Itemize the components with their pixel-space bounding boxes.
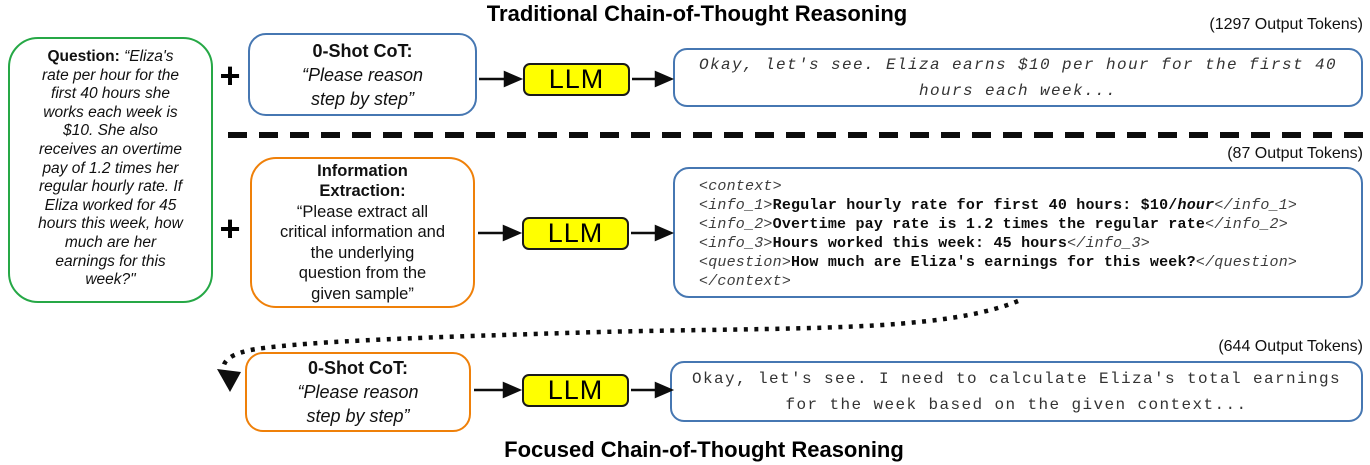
context-segment-bold: Hours worked this week: 45 hours [772,235,1068,252]
context-segment-tag: </question> [1195,254,1298,271]
zero-shot-cot-top-title: 0-Shot CoT: [312,40,413,61]
arrow-llm-to-output-row3 [631,381,675,399]
token-count-row2: (87 Output Tokens) [1227,145,1363,162]
context-segment-bold: How much are Eliza's earnings for this w… [791,254,1196,271]
output-box-row1: Okay, let's see. Eliza earns $10 per hou… [673,48,1363,107]
llm-box-row1: LLM [523,63,630,96]
token-count-row3: (644 Output Tokens) [1218,338,1363,355]
context-segment-tag: </context> [699,273,792,290]
context-segment-bold: Regular hourly rate for first 40 hours: … [772,197,1178,214]
context-line: <question>How much are Eliza's earnings … [699,253,1353,272]
zero-shot-cot-box-top: 0-Shot CoT: “Please reason step by step” [248,33,477,116]
plus-sign-top: + [219,55,241,96]
dotted-arrowhead [217,369,241,392]
context-line: <info_2>Overtime pay rate is 1.2 times t… [699,215,1353,234]
question-body: rate per hour for the first 40 hours she… [38,66,183,289]
arrow-llm-to-output-row1 [632,70,675,88]
output-box-row2-context: <context><info_1>Regular hourly rate for… [673,167,1363,298]
dashed-divider-line [228,132,1370,138]
zero-shot-cot-box-bottom: 0-Shot CoT: “Please reason step by step” [245,352,471,432]
zero-shot-cot-bottom-body: “Please reason step by step” [297,382,419,426]
plus-sign-middle: + [219,208,241,249]
context-segment-tag: <info_1> [699,197,773,214]
zero-shot-cot-top-body: “Please reason step by step” [301,64,424,109]
arrow-llm-to-output-row2 [631,224,675,242]
llm-box-row2: LLM [522,217,629,250]
context-segment-bolditalic: hour [1177,197,1215,214]
arrow-prompt-to-llm-row2 [478,224,523,242]
information-extraction-box: Information Extraction: “Please extract … [250,157,475,308]
question-box: Question: “Eliza's rate per hour for the… [8,37,213,303]
arrow-prompt-to-llm-row1 [479,70,524,88]
arrow-prompt-to-llm-row3 [474,381,523,399]
output-box-row3: Okay, let's see. I need to calculate Eli… [670,361,1363,422]
context-segment-tag: <info_3> [699,235,773,252]
context-segment-tag: </info_1> [1214,197,1298,214]
context-line: <info_1>Regular hourly rate for first 40… [699,196,1353,215]
context-segment-tag: </info_2> [1205,216,1288,233]
context-segment-tag: <question> [699,254,792,271]
context-line: <context> [699,177,1353,196]
information-extraction-body: “Please extract all critical information… [279,202,446,303]
context-segment-tag: <info_2> [699,216,773,233]
context-line: <info_3>Hours worked this week: 45 hours… [699,234,1353,253]
question-label: Question: [47,48,120,65]
context-segment-tag: </info_3> [1067,235,1150,252]
title-traditional-cot: Traditional Chain-of-Thought Reasoning [486,1,908,26]
zero-shot-cot-bottom-title: 0-Shot CoT: [308,358,408,378]
llm-box-row3: LLM [522,374,629,407]
title-focused-cot: Focused Chain-of-Thought Reasoning [504,437,904,462]
question-first-line-rest: “Eliza's [119,48,174,65]
context-line: </context> [699,272,1353,291]
context-segment-bold: Overtime pay rate is 1.2 times the regul… [772,216,1206,233]
token-count-row1: (1297 Output Tokens) [1209,16,1363,33]
question-first-line: Question: “Eliza's [14,48,207,67]
context-segment-tag: <context> [699,178,782,195]
information-extraction-title: Information Extraction: [317,161,408,201]
